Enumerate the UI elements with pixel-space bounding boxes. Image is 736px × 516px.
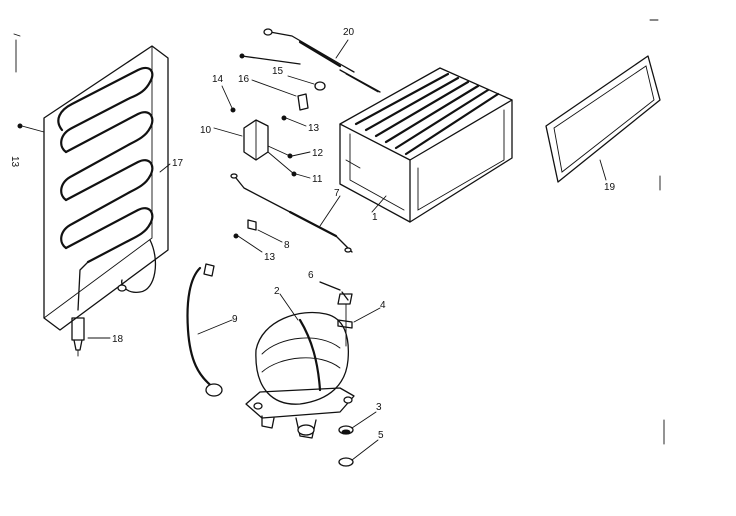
label-3: 3 xyxy=(376,402,382,413)
leader-17 xyxy=(159,163,171,173)
lower-screws xyxy=(233,219,283,253)
thermostat-assembly xyxy=(213,75,326,179)
capillary-tube xyxy=(230,173,353,253)
label-14: 14 xyxy=(212,74,224,85)
evaporator xyxy=(339,67,513,223)
label-18: 18 xyxy=(112,334,124,345)
label-19: 19 xyxy=(604,182,616,193)
leader-20 xyxy=(335,39,349,59)
compressor xyxy=(245,293,355,439)
label-20: 20 xyxy=(343,27,355,38)
drip-tray xyxy=(545,55,661,183)
label-12: 12 xyxy=(312,148,324,159)
leader-1 xyxy=(371,195,387,213)
label-13-condenser: 13 xyxy=(9,156,20,168)
label-10: 10 xyxy=(200,125,212,136)
label-1: 1 xyxy=(372,212,378,223)
label-7: 7 xyxy=(334,188,340,199)
label-13-lower: 13 xyxy=(264,252,276,263)
mounting-hardware xyxy=(319,281,381,467)
label-9: 9 xyxy=(232,314,238,325)
power-cord xyxy=(186,263,233,397)
label-16: 16 xyxy=(238,74,250,85)
label-6: 6 xyxy=(308,270,314,281)
label-2: 2 xyxy=(274,286,280,297)
label-8: 8 xyxy=(284,240,290,251)
label-17: 17 xyxy=(172,158,184,169)
label-13-thermostat: 13 xyxy=(308,123,320,134)
drier xyxy=(71,317,85,357)
label-11: 11 xyxy=(312,174,323,185)
leader-19 xyxy=(599,159,607,181)
tube-assembly xyxy=(239,28,381,93)
condenser-panel xyxy=(13,33,169,331)
label-4: 4 xyxy=(380,300,386,311)
label-15: 15 xyxy=(272,66,284,77)
label-5: 5 xyxy=(378,430,384,441)
